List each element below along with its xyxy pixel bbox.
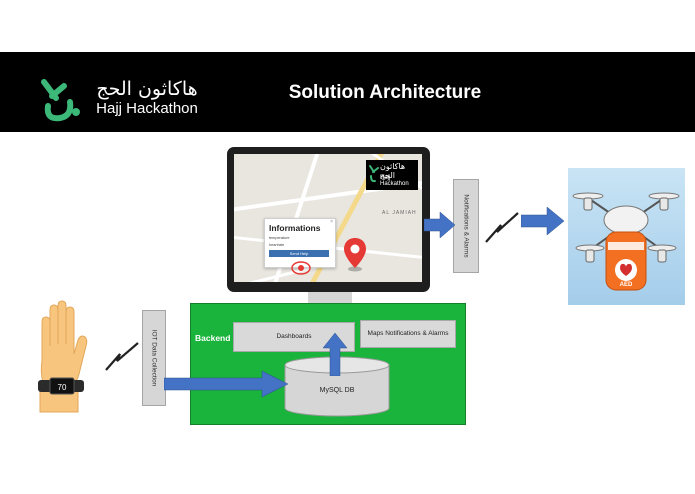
maps-notifications-box: Maps Notifications & Alarms xyxy=(360,320,456,348)
send-help-button[interactable]: Send Help xyxy=(269,250,329,257)
mysql-db-cylinder: MySQL DB xyxy=(284,356,390,417)
iot-bar-label: IOT Data Collection xyxy=(150,329,158,387)
user-location-marker-icon[interactable] xyxy=(290,258,312,278)
popup-title: Informations xyxy=(269,223,321,233)
wireless-link-icon-right xyxy=(485,212,519,243)
notifications-alarms-bar: Notifications & Alarms xyxy=(453,179,479,273)
arrow-to-drone-icon xyxy=(521,206,565,236)
popup-close-icon[interactable]: × xyxy=(330,219,333,225)
drone-icon: AED xyxy=(572,192,680,291)
logo-arabic-text: هاكاثون الحج xyxy=(96,78,198,100)
backend-label: Backend xyxy=(195,333,231,343)
page-title: Solution Architecture xyxy=(288,82,482,103)
info-popup: × Informations temperature heartrate Sen… xyxy=(264,218,336,268)
screen-logo: هاكاثون الحج Hajj Hackathon xyxy=(366,160,418,190)
screen-logo-icon xyxy=(369,165,379,183)
drone-aed-label: AED xyxy=(620,282,633,288)
map-area-label: AL JAMIAH xyxy=(382,210,417,216)
iot-data-collection-bar: IOT Data Collection xyxy=(142,310,166,406)
popup-temperature-label: temperature xyxy=(269,236,290,240)
hajj-logo-icon xyxy=(41,79,80,122)
popup-heartrate-label: heartrate xyxy=(269,243,285,247)
wristband-reading: 70 xyxy=(58,383,67,392)
map-screen: هاكاثون الحج Hajj Hackathon AL JAMIAH × … xyxy=(234,154,422,282)
wireless-link-icon-left xyxy=(105,342,139,371)
aed-drone-image: AED xyxy=(568,168,685,305)
screen-logo-arabic: هاكاثون الحج xyxy=(380,162,406,180)
arrow-to-db-icon xyxy=(164,370,289,398)
header-bar xyxy=(0,52,695,132)
map-pin-icon[interactable] xyxy=(342,236,368,272)
notifications-bar-label: Notifications & Alarms xyxy=(462,194,470,258)
hand-wristband-icon: 70 xyxy=(38,300,88,413)
logo-english-text: Hajj Hackathon xyxy=(96,100,198,117)
mysql-db-label: MySQL DB xyxy=(320,387,355,394)
arrow-up-to-dashboards-icon xyxy=(322,332,348,376)
screen-logo-english: Hajj Hackathon xyxy=(380,175,409,187)
arrow-to-notifications-icon xyxy=(424,211,456,239)
